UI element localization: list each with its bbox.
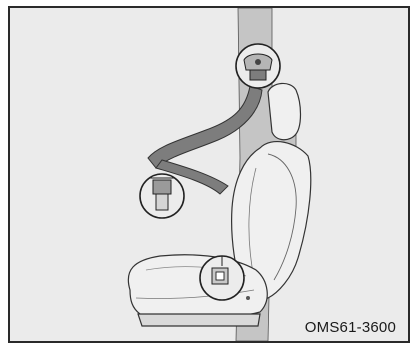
seat-belt-illustration bbox=[10, 8, 408, 341]
seat-base bbox=[138, 314, 260, 326]
shoulder-anchor-callout bbox=[236, 44, 280, 88]
lower-anchor-callout bbox=[200, 256, 244, 300]
figure-code-label: OMS61-3600 bbox=[303, 318, 398, 337]
belt-tongue-callout bbox=[140, 174, 184, 218]
seat-headrest bbox=[268, 83, 301, 139]
figure-frame: OMS61-3600 bbox=[8, 6, 410, 343]
